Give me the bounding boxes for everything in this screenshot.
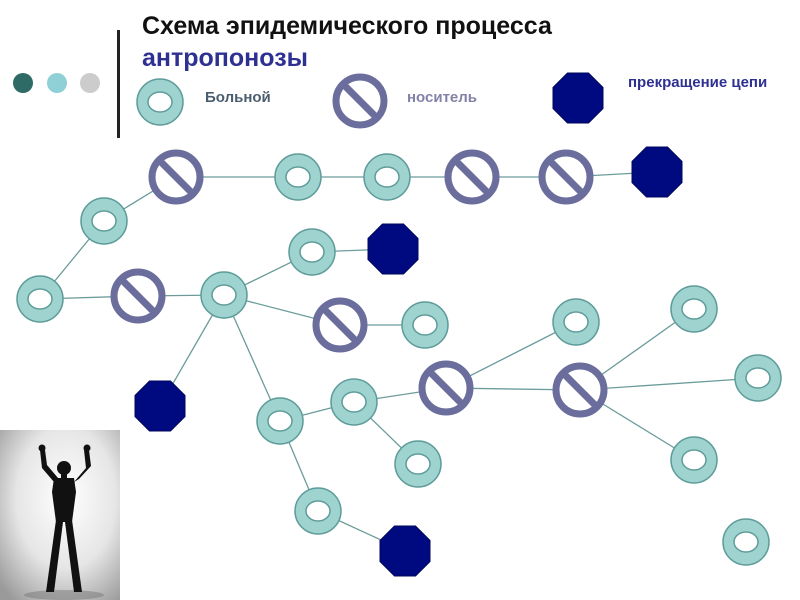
- sick-node: [670, 285, 718, 333]
- carrier-node: [422, 364, 470, 412]
- sick-node: [394, 440, 442, 488]
- person-silhouette-image: [0, 430, 120, 600]
- chain-stop-node: [631, 146, 683, 198]
- chain-stop-node: [379, 525, 431, 577]
- sick-node: [200, 271, 248, 319]
- chain-stop-node: [134, 380, 186, 432]
- sick-node: [670, 436, 718, 484]
- carrier-node: [114, 272, 162, 320]
- sick-node: [734, 354, 782, 402]
- sick-node: [722, 518, 770, 566]
- title-line-1: Схема эпидемического процесса: [142, 12, 552, 40]
- sick-node: [256, 397, 304, 445]
- sick-node: [274, 153, 322, 201]
- chain-stop-node: [367, 223, 419, 275]
- carrier-node: [316, 301, 364, 349]
- sick-node: [330, 378, 378, 426]
- carrier-node: [152, 153, 200, 201]
- sick-node: [80, 197, 128, 245]
- title-divider: [117, 30, 120, 138]
- sick-node: [288, 228, 336, 276]
- carrier-node: [556, 366, 604, 414]
- sick-node: [294, 487, 342, 535]
- legend-sick-icon: [136, 78, 184, 126]
- sick-node: [552, 298, 600, 346]
- carrier-node: [542, 153, 590, 201]
- sick-node: [363, 153, 411, 201]
- decor-dot-teal: [47, 73, 67, 93]
- legend-carrier-icon: [336, 77, 384, 125]
- decor-dot-dark: [13, 73, 33, 93]
- page-title: Схема эпидемического процесса антропоноз…: [142, 10, 552, 74]
- carrier-node: [448, 153, 496, 201]
- title-line-2: антропонозы: [142, 44, 308, 72]
- legend-stop-icon: [552, 72, 604, 124]
- decor-dot-gray: [80, 73, 100, 93]
- legend-label-stop: прекращение цепи: [628, 74, 768, 91]
- legend-label-carrier: носитель: [407, 89, 478, 106]
- legend-label-sick: Больной: [205, 89, 271, 106]
- sick-node: [16, 275, 64, 323]
- sick-node: [401, 301, 449, 349]
